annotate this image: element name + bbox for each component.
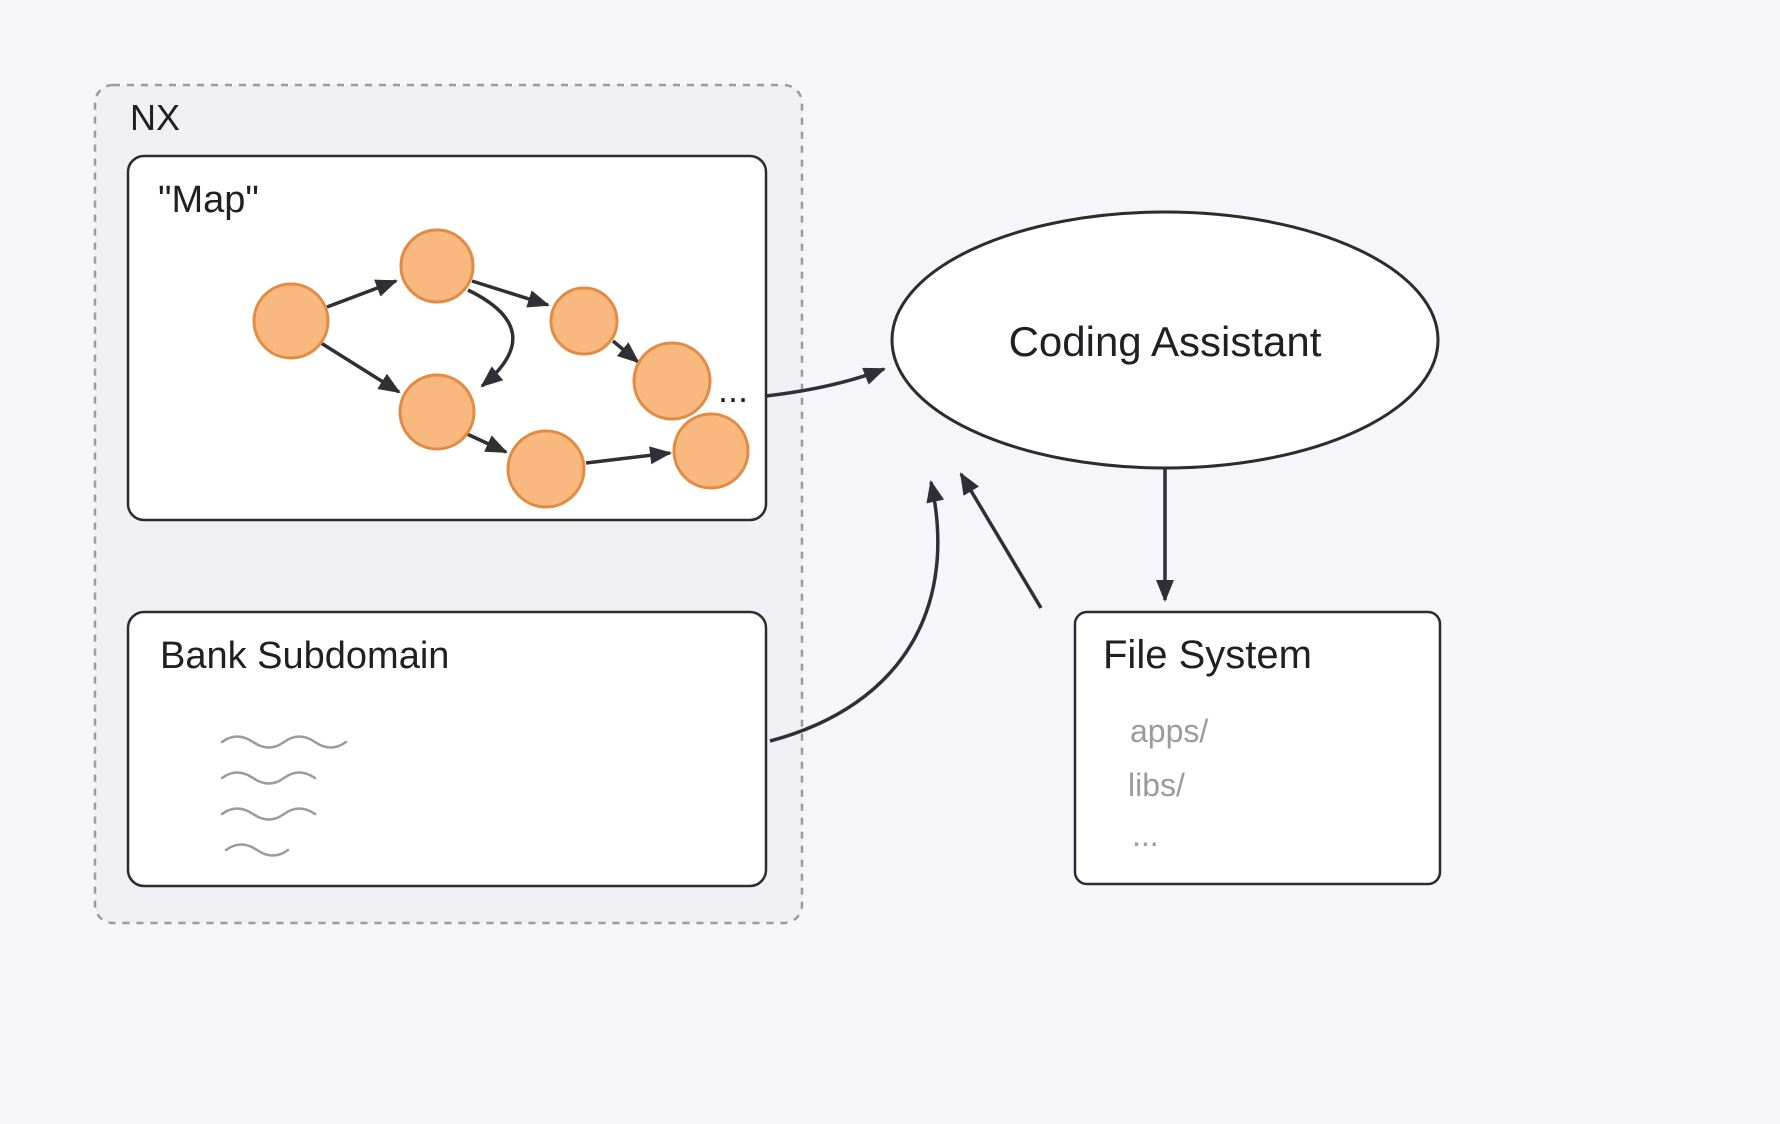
graph-node (672, 412, 750, 490)
filesystem-to-assistant-arrow (959, 472, 1043, 609)
bank-subdomain-squiggles (220, 735, 348, 857)
graph-edge (611, 339, 640, 364)
graph-node (398, 373, 476, 451)
bank-subdomain-box (126, 610, 768, 888)
map-label: "Map" (158, 179, 259, 221)
graph-node (549, 286, 619, 356)
file-system-entry: apps/ (1130, 713, 1208, 749)
bank-subdomain-label: Bank Subdomain (160, 635, 449, 677)
map-graph-edges (320, 279, 672, 465)
squiggle-line (224, 843, 290, 857)
graph-node (399, 228, 475, 304)
nx-label: NX (130, 97, 180, 138)
graph-edge (326, 279, 398, 309)
graph-node (506, 429, 586, 509)
file-system-box (1073, 610, 1442, 886)
graph-node (632, 341, 712, 421)
bank-to-assistant-arrow (769, 480, 945, 743)
graph-edge (466, 432, 508, 454)
squiggle-line (220, 771, 317, 785)
graph-edge (585, 446, 672, 465)
graph-edge (467, 288, 515, 388)
coding-assistant-label: Coding Assistant (1009, 318, 1322, 365)
file-system-label: File System (1103, 633, 1312, 677)
map-box (126, 154, 768, 522)
squiggle-line (220, 807, 317, 821)
map-to-assistant-arrow (765, 367, 886, 398)
squiggle-line (220, 735, 348, 749)
graph-edge (320, 341, 401, 394)
file-system-entry: ... (1132, 817, 1159, 853)
graph-edge (471, 279, 550, 308)
map-ellipsis: ... (718, 369, 748, 410)
graph-node (252, 282, 330, 360)
file-system-entry: libs/ (1128, 767, 1185, 803)
map-graph-nodes (252, 228, 750, 509)
